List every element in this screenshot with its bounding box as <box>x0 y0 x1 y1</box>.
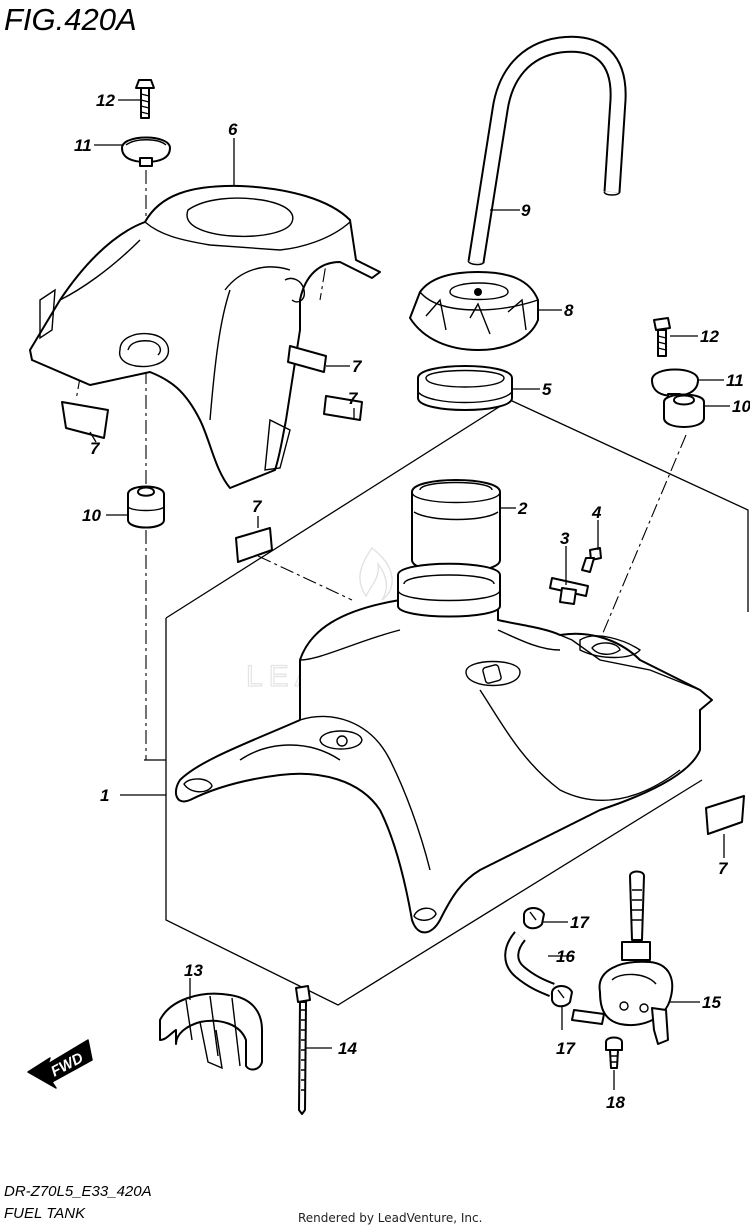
model-code: DR-Z70L5_E33_420A <box>4 1183 152 1200</box>
callout-6: 6 <box>228 120 238 139</box>
callout-12-left: 12 <box>96 91 115 110</box>
callout-11-right: 11 <box>726 371 744 390</box>
fuel-hose-part-16[interactable] <box>504 931 555 997</box>
callout-7-c: 7 <box>90 439 101 458</box>
section-name: FUEL TANK <box>4 1205 86 1222</box>
callout-13: 13 <box>184 961 203 980</box>
render-credit: Rendered by LeadVenture, Inc. <box>298 1211 482 1225</box>
grommet-part-10-left[interactable] <box>127 485 165 529</box>
callout-5: 5 <box>542 380 552 399</box>
breather-hose-part-9[interactable] <box>467 35 627 266</box>
callout-4: 4 <box>591 503 602 522</box>
callout-12-right: 12 <box>700 327 719 346</box>
callout-2: 2 <box>517 499 528 518</box>
bolt-part-12-left[interactable] <box>135 79 155 119</box>
rubber-cushion-part-13[interactable] <box>159 992 263 1071</box>
decal-parts-7[interactable] <box>61 345 745 835</box>
callout-15: 15 <box>702 993 721 1012</box>
hose-clip-part-17-bottom[interactable] <box>551 985 573 1008</box>
grommet-part-10-right[interactable] <box>663 393 705 428</box>
bolt-part-12-right[interactable] <box>653 317 671 357</box>
figure-title: FIG.420A <box>4 2 137 37</box>
callout-14: 14 <box>338 1039 357 1058</box>
callout-7-e: 7 <box>718 859 729 878</box>
callout-7-a: 7 <box>352 357 363 376</box>
cable-tie-part-14[interactable] <box>295 985 311 1115</box>
callout-8: 8 <box>564 301 574 320</box>
tank-cover-part-6[interactable] <box>29 184 381 489</box>
callout-9: 9 <box>521 201 531 220</box>
fuel-tank-part-1[interactable] <box>174 562 713 934</box>
callout-3: 3 <box>560 529 570 548</box>
screw-part-4[interactable] <box>581 547 602 573</box>
cap-gasket-part-5[interactable] <box>417 365 513 411</box>
leader-lines <box>89 99 730 1090</box>
forward-direction-arrow: FWD <box>27 1039 93 1089</box>
hose-clip-part-17-top[interactable] <box>523 907 545 930</box>
callout-7-d: 7 <box>252 497 263 516</box>
callout-7-b: 7 <box>348 389 359 408</box>
assembly-box-bottom <box>165 618 703 1006</box>
callout-18: 18 <box>606 1093 625 1112</box>
washer-part-11-left[interactable] <box>121 136 171 167</box>
fuel-cock-part-15[interactable] <box>571 870 674 1045</box>
filler-neck-part-2[interactable] <box>411 479 501 573</box>
screw-part-18[interactable] <box>605 1036 623 1069</box>
assembly-box-top <box>165 399 749 619</box>
callout-10-left: 10 <box>82 506 101 525</box>
fuel-cap-part-8[interactable] <box>409 271 539 351</box>
callout-10-right: 10 <box>732 397 750 416</box>
cushion-part-3[interactable] <box>549 577 589 605</box>
callout-1: 1 <box>100 786 109 805</box>
callout-17-top: 17 <box>570 913 590 932</box>
callout-17-bottom: 17 <box>556 1039 576 1058</box>
callout-16: 16 <box>556 947 575 966</box>
callout-11-left: 11 <box>74 136 92 155</box>
